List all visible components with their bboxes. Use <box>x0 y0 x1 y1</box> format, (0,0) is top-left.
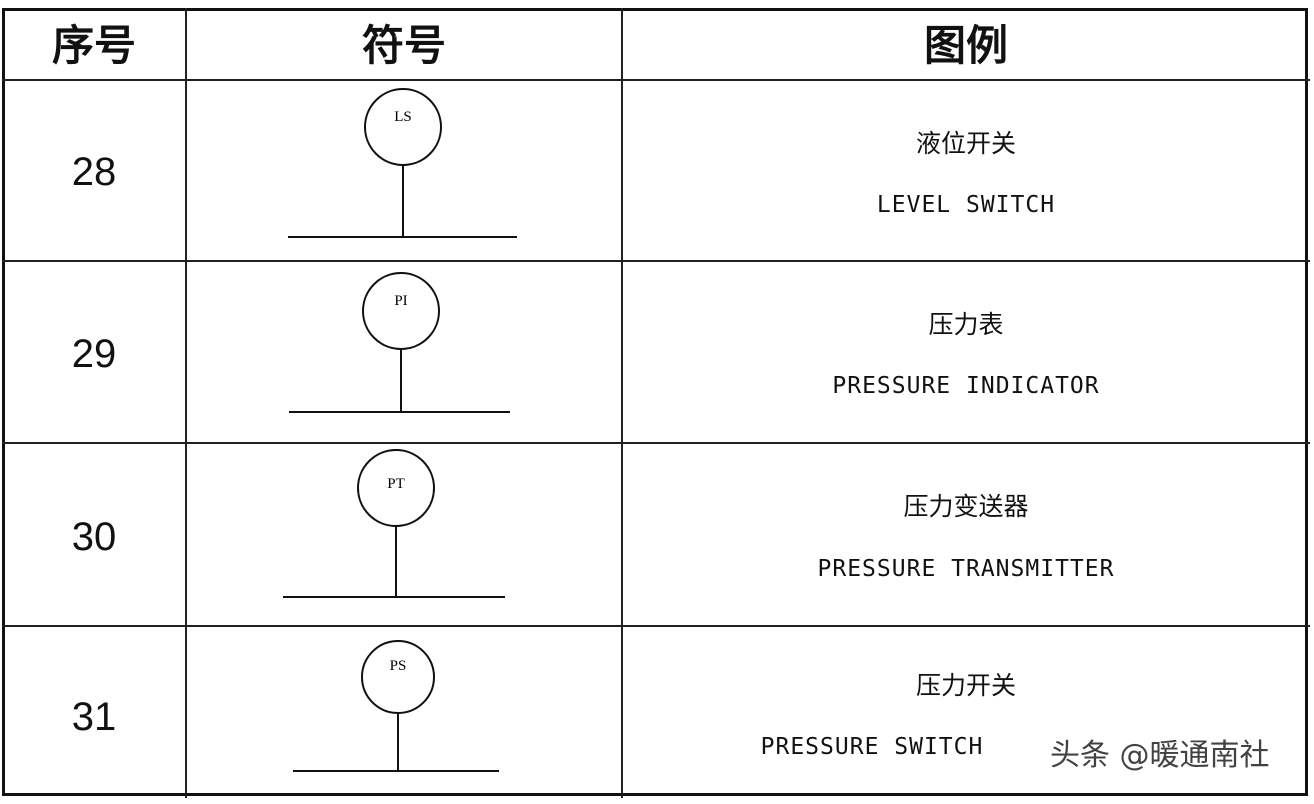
row-index: 31 <box>71 695 117 739</box>
watermark: 头条 @暖通南社 <box>1050 738 1270 773</box>
row-divider <box>2 79 1310 81</box>
instrument-symbol-pi <box>289 272 510 413</box>
symbol-label: PI <box>394 293 407 309</box>
instrument-symbol-ps <box>293 640 499 772</box>
row-divider <box>2 442 1310 444</box>
legend-cn: 压力表 <box>928 310 1004 339</box>
header-legend: 图例 <box>923 21 1008 70</box>
row-index: 29 <box>71 332 117 376</box>
header-index: 序号 <box>51 21 136 70</box>
legend-cn: 压力开关 <box>915 671 1016 700</box>
legend-en: LEVEL SWITCH <box>876 192 1056 218</box>
row-divider <box>2 625 1310 627</box>
header-symbol: 符号 <box>361 21 446 70</box>
instrument-symbol-ls <box>288 88 517 238</box>
instrument-symbol-pt <box>283 449 505 598</box>
legend-en: PRESSURE SWITCH <box>760 734 984 760</box>
row-index: 30 <box>71 515 117 559</box>
symbol-label: PS <box>390 658 407 674</box>
legend-en: PRESSURE INDICATOR <box>832 373 1100 399</box>
symbol-label: LS <box>394 109 412 125</box>
row-divider <box>2 260 1310 262</box>
symbol-table <box>2 8 1308 796</box>
column-divider <box>185 8 187 798</box>
legend-cn: 压力变送器 <box>903 492 1029 521</box>
symbol-label: PT <box>387 476 405 492</box>
legend-cn: 液位开关 <box>915 129 1016 158</box>
row-index: 28 <box>71 150 117 194</box>
column-divider <box>621 8 623 798</box>
legend-en: PRESSURE TRANSMITTER <box>817 556 1115 582</box>
